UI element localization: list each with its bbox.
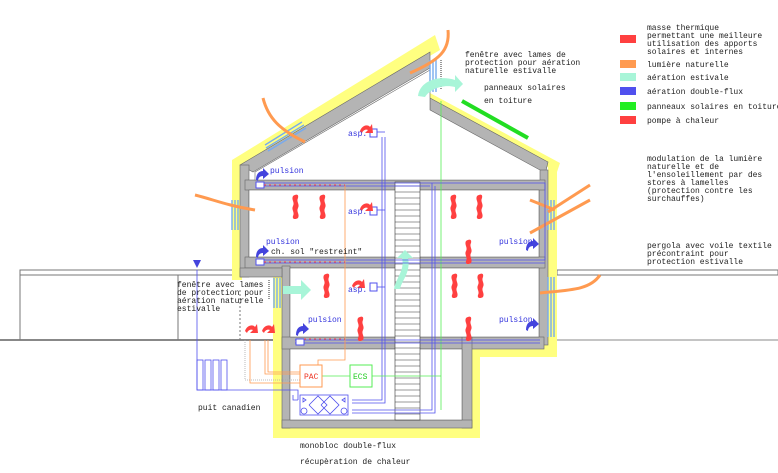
legend-swatch-heat-pump	[620, 116, 636, 124]
ecs-tank	[349, 364, 373, 388]
asp-label: asp.	[348, 130, 367, 139]
asp-vents	[255, 128, 378, 346]
daylight-arrows	[194, 29, 602, 295]
pulsion-label: pulsion	[266, 238, 300, 247]
legend-swatch-double-flux	[620, 87, 636, 95]
heat-recovery-label: récupèration de chaleur	[300, 458, 411, 467]
pulsion-label: pulsion	[308, 316, 342, 325]
intake-arrow	[193, 260, 201, 268]
pergola-note: pergola avec voile textile précontraint …	[647, 242, 777, 267]
solar-panels-note: panneaux solaires en toiture	[484, 84, 570, 106]
legend-label: lumière naturelle	[647, 61, 729, 70]
pergola	[556, 269, 778, 276]
pulsion-label: pulsion	[499, 316, 533, 325]
legend-label: aération estivale	[647, 74, 729, 83]
annex-building	[19, 269, 243, 340]
window-top-note: fenêtre avec lames de protection pour aé…	[465, 51, 585, 76]
asp-label: asp.	[348, 208, 367, 217]
legend-swatch-thermal-mass	[620, 35, 636, 43]
floor-heating-label: ch. sol "restreint"	[271, 248, 362, 257]
legend-label: pompe à chaleur	[647, 117, 719, 126]
monobloc-label: monobloc double-flux	[300, 442, 396, 451]
modulation-note: modulation de la lumière naturelle et de…	[647, 155, 767, 204]
legend-swatch-solar	[620, 102, 636, 110]
rooms	[248, 69, 541, 421]
heat-pump-pipes	[244, 185, 346, 384]
asp-label: asp.	[348, 286, 367, 295]
pac-unit	[299, 364, 323, 388]
floor-heating	[264, 184, 345, 340]
legend-swatch-light	[620, 60, 636, 68]
legend: masse thermique permettant une meilleure…	[620, 24, 778, 126]
double-flux-ducts	[196, 131, 546, 414]
legend-swatch-summer-air	[620, 73, 636, 81]
canadian-well-pipes	[196, 359, 228, 391]
solar-panel	[461, 99, 529, 140]
ecs-label: ECS	[353, 373, 368, 382]
legend-label: panneaux solaires en toiture	[647, 103, 778, 112]
pac-label: PAC	[304, 373, 319, 382]
canadian-well-label: puit canadien	[198, 404, 261, 413]
legend-label: masse thermique permettant une meilleure…	[647, 24, 767, 57]
window-left-note: fenêtre avec lames de protection pour aé…	[177, 281, 268, 314]
pulsion-label: pulsion	[270, 167, 304, 176]
staircase	[394, 181, 421, 421]
legend-label: aération double-flux	[647, 88, 743, 97]
pulsion-label: pulsion	[499, 238, 533, 247]
heat-exchanger	[299, 394, 349, 416]
